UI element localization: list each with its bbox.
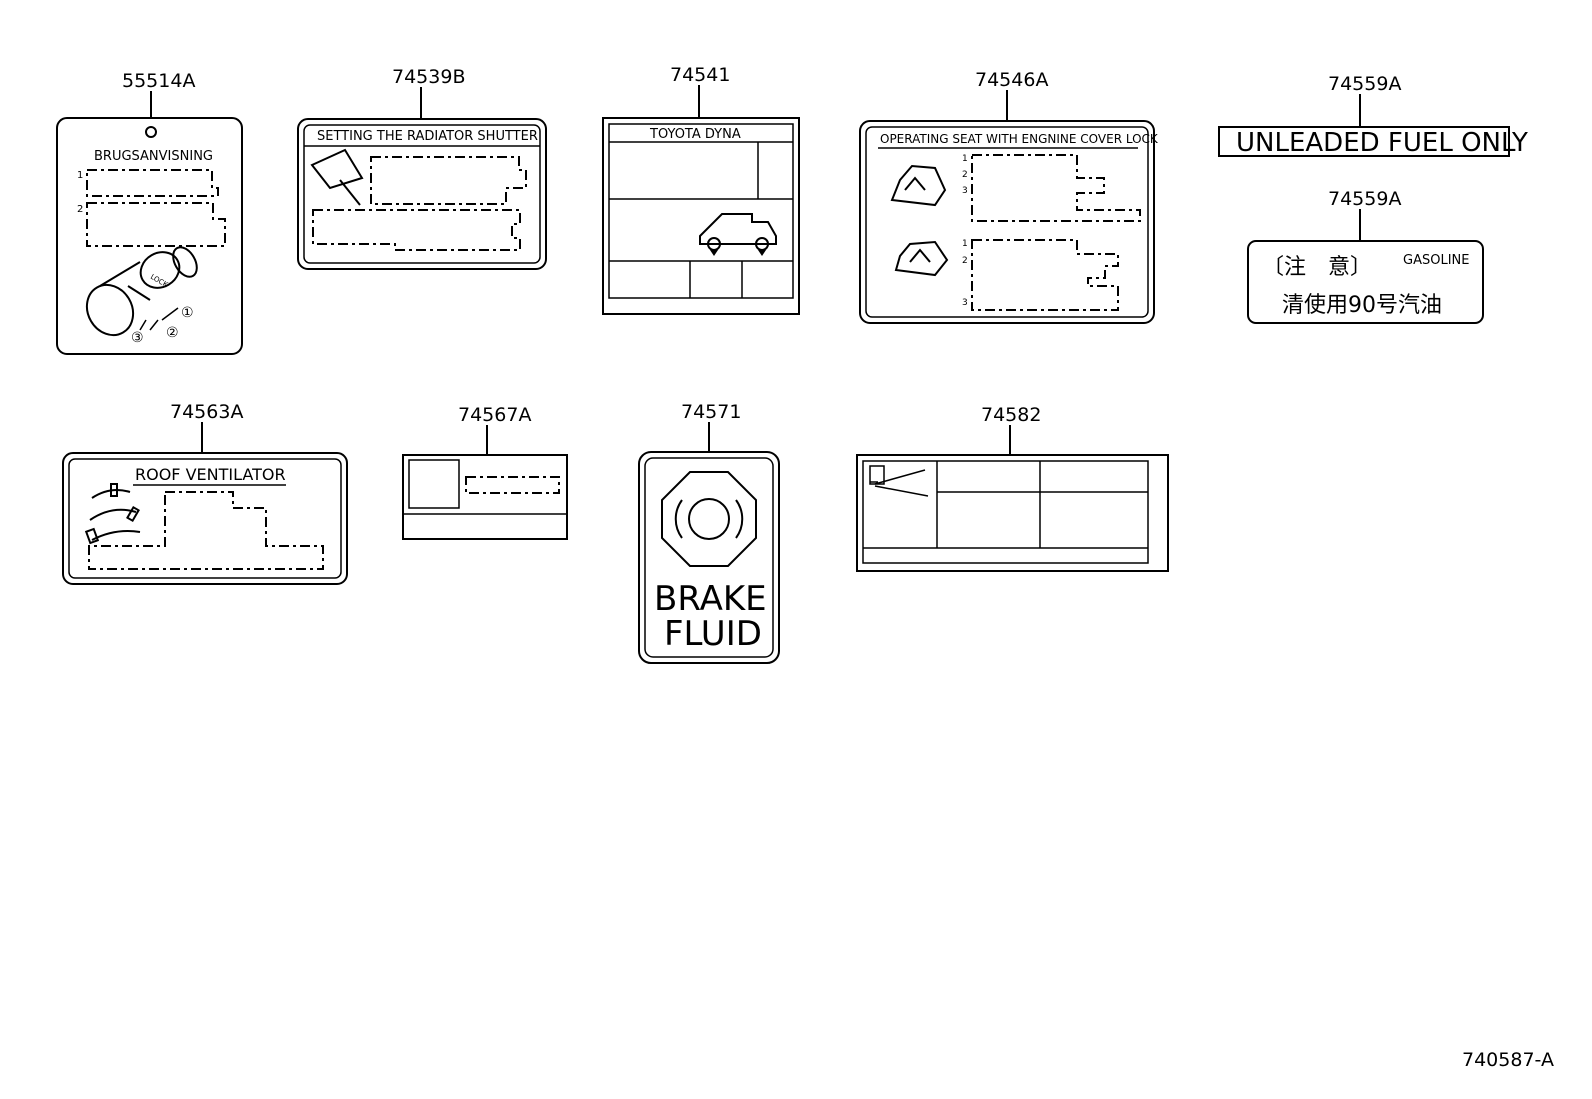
part-number: 74539B — [392, 66, 465, 88]
row-number: 1 — [962, 239, 968, 249]
label-74567a[interactable]: 74567A — [402, 404, 568, 540]
label-title: ROOF VENTILATOR — [135, 465, 286, 484]
truck-icon — [699, 213, 777, 256]
label-74559a-unleaded[interactable]: 74559A UNLEADED FUEL ONLY — [1218, 73, 1528, 158]
vehicle-light-icon — [869, 465, 929, 497]
part-number: 55514A — [122, 70, 195, 92]
knob-illustration-icon: LOCK — [85, 246, 198, 337]
part-number: 74559A — [1328, 188, 1401, 210]
label-74559a-gasoline[interactable]: 74559A 〔注 意〕 GASOLINE 清使用90号汽油 — [1247, 188, 1484, 324]
row-number: 1 — [77, 170, 83, 181]
label-74571[interactable]: 74571 BRAKE FLUID — [638, 401, 780, 664]
vent-icon — [84, 483, 141, 545]
row-number: 3 — [962, 186, 968, 196]
shutter-icon — [310, 148, 364, 206]
fluid-text: FLUID — [664, 614, 762, 654]
row-number: 1 — [962, 154, 968, 164]
row-number: 2 — [962, 256, 968, 266]
row-number: 2 — [962, 170, 968, 180]
drawing-code: 740587-A — [1462, 1049, 1554, 1071]
step-1-icon: ① — [181, 305, 194, 321]
label-55514a[interactable]: 55514A BRUGSANVISNING 1 2 LOCK ① ② ③ — [56, 70, 243, 355]
label-74539b[interactable]: 74539B SETTING THE RADIATOR SHUTTER — [297, 66, 547, 270]
brake-text: BRAKE — [654, 579, 767, 619]
part-number: 74546A — [975, 69, 1048, 91]
label-74541[interactable]: 74541 TOYOTA DYNA — [602, 64, 800, 315]
label-title: TOYOTA DYNA — [649, 127, 741, 142]
label-74563a[interactable]: 74563A ROOF VENTILATOR — [62, 401, 348, 585]
part-number: 74563A — [170, 401, 243, 423]
label-title: BRUGSANVISNING — [94, 149, 213, 164]
label-74546a[interactable]: 74546A OPERATING SEAT WITH ENGNINE COVER… — [859, 69, 1159, 324]
seat-unlock-icon — [894, 240, 949, 277]
row-number: 2 — [77, 204, 83, 215]
label-text: UNLEADED FUEL ONLY — [1236, 128, 1528, 158]
part-number: 74567A — [458, 404, 531, 426]
label-title: SETTING THE RADIATOR SHUTTER — [317, 129, 538, 144]
step-3-icon: ③ — [131, 330, 144, 346]
label-title: OPERATING SEAT WITH ENGNINE COVER LOCK — [880, 132, 1159, 146]
part-number: 74559A — [1328, 73, 1401, 95]
hole-icon — [145, 126, 157, 138]
seat-lock-icon — [890, 164, 947, 207]
part-number: 74541 — [670, 64, 730, 86]
caution-text: 〔注 意〕 — [1262, 255, 1372, 280]
gasoline-text: GASOLINE — [1403, 253, 1469, 268]
brake-fluid-cap-icon — [661, 471, 757, 567]
label-74582[interactable]: 74582 — [856, 404, 1169, 572]
label-text: 清使用90号汽油 — [1282, 293, 1442, 318]
part-number: 74582 — [981, 404, 1041, 426]
row-number: 3 — [962, 298, 968, 308]
part-number: 74571 — [681, 401, 741, 423]
step-2-icon: ② — [166, 325, 179, 341]
